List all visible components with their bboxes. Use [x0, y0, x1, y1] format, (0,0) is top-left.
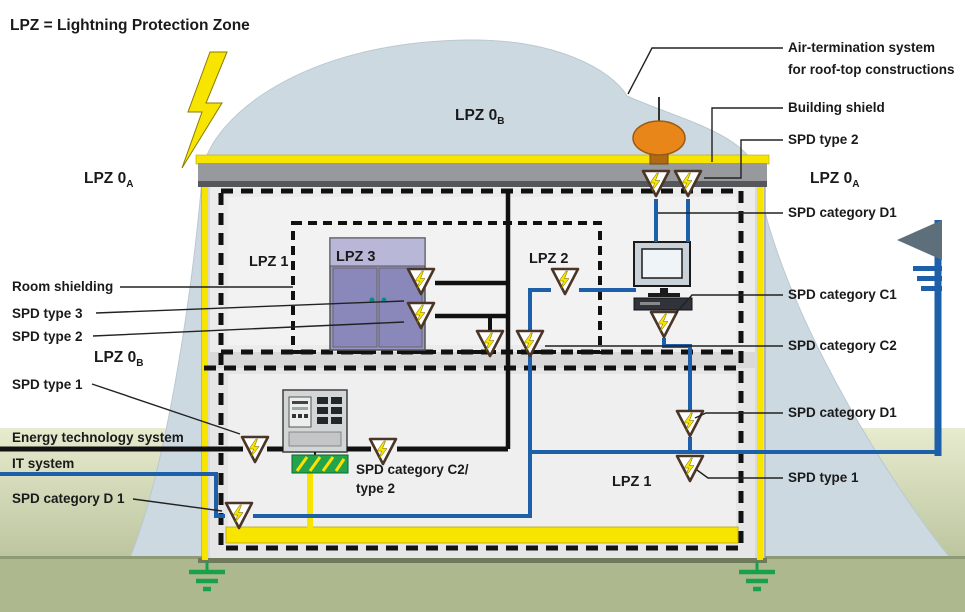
zone-label-lpz3: LPZ 3: [336, 249, 375, 265]
leader-lines: [91, 47, 783, 512]
label-spd-c2-type2-line1: SPD category C2/: [356, 462, 469, 477]
it-riser: [528, 288, 551, 452]
pc-slot: [640, 302, 660, 305]
roof-slab: [198, 163, 767, 187]
leader-spd-type3: [95, 300, 405, 314]
label-spd-cat-d1-top: SPD category D1: [788, 205, 897, 220]
label-spd-type1-left: SPD type 1: [12, 377, 83, 392]
label-spd-c2-type2-line2: type 2: [356, 481, 395, 496]
leader-spd-type1-right: [696, 469, 783, 479]
pe-stripe-1: [295, 456, 309, 472]
roof-concrete: [198, 163, 767, 186]
breaker-3: [317, 407, 328, 414]
label-spd-cat-d1-left: SPD category D 1: [12, 491, 125, 506]
switchgear-cabinet: [282, 389, 348, 453]
roof-edge: [198, 181, 767, 187]
breaker-6: [331, 417, 342, 424]
pe-stripe-3: [321, 456, 335, 472]
mast-element-3: [921, 286, 942, 291]
lpz3-cabinet: [329, 237, 426, 351]
label-air-termination-2: for roof-top constructions: [788, 62, 954, 77]
meter-scale: [292, 407, 308, 410]
left-wall-conductor: [202, 164, 208, 560]
room-shield-outline: [291, 221, 602, 354]
pe-stripe-2: [308, 456, 322, 472]
computer-equipment: [633, 241, 693, 311]
pe-stripe-4: [334, 458, 346, 472]
it-bottom-run: [253, 452, 532, 518]
meter-key-3: [304, 414, 308, 418]
building: [198, 163, 767, 563]
meter-key-2: [298, 414, 302, 418]
building-base-line: [198, 558, 767, 563]
door-handle-left: [369, 297, 375, 303]
breaker-1: [317, 397, 328, 404]
label-room-shielding: Room shielding: [12, 279, 113, 294]
zone-label-lpz0b-top: LPZ 0B: [455, 107, 504, 127]
label-spd-type2-right: SPD type 2: [788, 132, 859, 147]
monitor-screen: [641, 248, 683, 279]
meter-panel: [288, 396, 312, 428]
leader-air-termination: [627, 47, 783, 95]
label-air-termination-1: Air-termination system: [788, 40, 935, 55]
label-spd-cat-c1: SPD category C1: [788, 287, 897, 302]
zone-label-lpz0a-left: LPZ 0A: [84, 170, 133, 190]
label-spd-type1-right: SPD type 1: [788, 470, 859, 485]
power-lines: [0, 190, 511, 452]
lightning-bolt-icon: [181, 51, 228, 169]
monitor-stand: [660, 288, 668, 293]
foundation-earth-electrode: [225, 526, 739, 544]
breaker-5: [317, 417, 328, 424]
leader-building-shield: [711, 107, 783, 162]
zone-label-lpz2: LPZ 2: [529, 251, 568, 267]
breaker-4: [331, 407, 342, 414]
zone-label-lpz1-lower: LPZ 1: [612, 474, 651, 490]
zone-label-lpz0b-left: LPZ 0B: [94, 349, 143, 369]
label-spd-cat-c2: SPD category C2: [788, 338, 897, 353]
page-title: LPZ = Lightning Protection Zone: [10, 17, 250, 34]
monitor-base: [648, 293, 680, 297]
label-spd-type3: SPD type 3: [12, 306, 83, 321]
it-entry-line: [0, 472, 225, 518]
lower-ground-band: [0, 558, 965, 612]
meter-key-1: [292, 414, 296, 418]
label-spd-cat-d1-mid: SPD category D1: [788, 405, 897, 420]
earth-symbols: [189, 561, 775, 592]
pc-unit: [633, 297, 693, 311]
pe-down-conductor: [307, 473, 313, 529]
mast-element-1: [913, 266, 942, 271]
lps-conductors: [195, 154, 770, 560]
mast-element-2: [917, 276, 942, 281]
cabinet-header: [329, 237, 426, 267]
pe-busbar: [291, 452, 349, 474]
label-energy-system: Energy technology system: [12, 430, 184, 445]
breaker-2: [331, 397, 342, 404]
leader-spd-type2-right: [704, 139, 783, 179]
label-it-system: IT system: [12, 456, 74, 471]
right-wall-conductor: [757, 164, 763, 560]
mast-sail: [897, 220, 942, 260]
leader-spd-d1-mid: [694, 412, 783, 419]
zone-label-lpz0a-right: LPZ 0A: [810, 170, 859, 190]
zone-label-lpz1-upper: LPZ 1: [249, 254, 288, 270]
switchgear-lower-panel: [288, 431, 342, 447]
leader-spd-d1-bottom: [132, 498, 223, 512]
leader-spd-type2-left: [92, 321, 405, 337]
leader-spd-type1-left: [91, 383, 241, 435]
air-termination-device: [632, 97, 686, 165]
roof-conductor: [195, 154, 770, 165]
meter-display: [292, 401, 308, 404]
antenna-mast: [897, 220, 942, 456]
label-building-shield: Building shield: [788, 100, 885, 115]
building-shield-outline: [218, 188, 744, 551]
shields: [204, 188, 744, 551]
label-spd-type2-left: SPD type 2: [12, 329, 83, 344]
dome-icon: [632, 120, 686, 156]
cabinet-door-left: [332, 267, 378, 348]
leader-spd-c1: [675, 294, 783, 314]
